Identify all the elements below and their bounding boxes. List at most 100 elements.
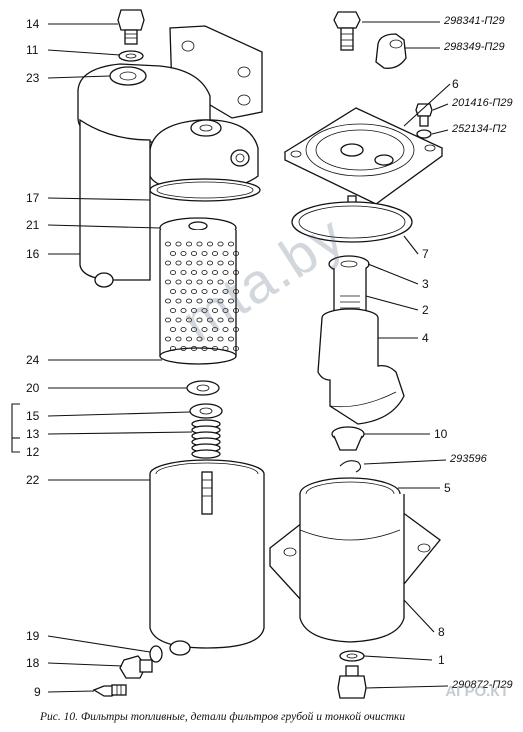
perforation-hole bbox=[227, 336, 234, 342]
perforation-hole bbox=[232, 289, 239, 294]
label-1: 1 bbox=[438, 653, 445, 667]
perforation-hole bbox=[227, 241, 234, 247]
perforation-hole bbox=[206, 260, 213, 266]
bolt-201416-drawing bbox=[415, 103, 433, 127]
label-9: 9 bbox=[34, 685, 41, 699]
spring-13-drawing bbox=[191, 419, 221, 459]
perforation-hole bbox=[201, 327, 208, 332]
code-298349: 298349-П29 bbox=[444, 41, 505, 53]
code-252134: 252134-П2 bbox=[452, 123, 507, 135]
code-293596: 293596 bbox=[450, 453, 487, 465]
perforation-hole bbox=[206, 317, 213, 323]
label-12: 12 bbox=[26, 445, 40, 459]
perforation-hole bbox=[227, 260, 234, 266]
washer-252134-drawing bbox=[416, 129, 432, 139]
label-8: 8 bbox=[438, 625, 445, 639]
bolt-14-drawing bbox=[117, 9, 145, 45]
perforation-hole bbox=[222, 346, 229, 351]
perforation-hole bbox=[232, 251, 239, 256]
washer-20-drawing bbox=[186, 380, 220, 396]
perforation-hole bbox=[180, 251, 187, 256]
label-3: 3 bbox=[422, 277, 429, 291]
perforation-hole bbox=[217, 336, 224, 342]
label-24: 24 bbox=[26, 353, 40, 367]
perforation-hole bbox=[201, 346, 208, 351]
label-23: 23 bbox=[26, 71, 40, 85]
perforation-hole bbox=[196, 241, 203, 247]
washer-15-drawing bbox=[189, 403, 223, 419]
label-2: 2 bbox=[422, 303, 429, 317]
perforation-hole bbox=[217, 317, 224, 323]
perforation-hole bbox=[169, 308, 176, 313]
perforation-hole bbox=[227, 298, 234, 304]
perforation-hole bbox=[217, 260, 224, 266]
perforation-hole bbox=[211, 346, 218, 351]
perforation-hole bbox=[217, 241, 224, 247]
perforation-hole bbox=[169, 289, 176, 294]
label-7: 7 bbox=[422, 247, 429, 261]
label-18: 18 bbox=[26, 656, 40, 670]
perforation-hole bbox=[185, 298, 192, 304]
perforation-hole bbox=[196, 279, 203, 285]
perforation-hole bbox=[175, 317, 182, 323]
perforation-hole bbox=[196, 336, 203, 342]
perforation-hole bbox=[164, 260, 171, 266]
perforation-hole bbox=[175, 298, 182, 304]
label-14: 14 bbox=[26, 17, 40, 31]
perforation-hole bbox=[232, 308, 239, 313]
filter-perforation-pattern bbox=[164, 241, 239, 351]
perforation-hole bbox=[185, 317, 192, 323]
perforation-hole bbox=[211, 270, 218, 275]
perforation-hole bbox=[206, 279, 213, 285]
perforation-hole bbox=[211, 289, 218, 294]
perforation-hole bbox=[190, 289, 197, 294]
perforation-hole bbox=[180, 308, 187, 313]
perforation-hole bbox=[222, 327, 229, 332]
perforation-hole bbox=[185, 279, 192, 285]
label-4: 4 bbox=[422, 331, 429, 345]
perforation-hole bbox=[211, 308, 218, 313]
perforation-hole bbox=[201, 308, 208, 313]
perforation-hole bbox=[211, 327, 218, 332]
perforation-hole bbox=[175, 279, 182, 285]
perforation-hole bbox=[164, 298, 171, 304]
perforation-hole bbox=[206, 336, 213, 342]
label-21: 21 bbox=[26, 218, 40, 232]
code-201416: 201416-П29 bbox=[452, 97, 513, 109]
perforation-hole bbox=[180, 327, 187, 332]
perforation-hole bbox=[232, 270, 239, 275]
perforation-hole bbox=[190, 251, 197, 256]
figure-caption: Рис. 10. Фильтры топливные, детали фильт… bbox=[40, 711, 406, 723]
perforation-hole bbox=[164, 241, 171, 247]
code-290872: 290872-П29 bbox=[452, 679, 513, 691]
perforation-hole bbox=[185, 241, 192, 247]
perforation-hole bbox=[232, 346, 239, 351]
perforation-hole bbox=[222, 308, 229, 313]
perforation-hole bbox=[201, 270, 208, 275]
perforation-hole bbox=[211, 251, 218, 256]
washer-19-drawing bbox=[149, 645, 163, 663]
perforation-hole bbox=[196, 260, 203, 266]
perforation-hole bbox=[169, 327, 176, 332]
label-15: 15 bbox=[26, 409, 40, 423]
perforation-hole bbox=[180, 346, 187, 351]
spring-coil bbox=[191, 449, 221, 459]
gasket-7-drawing bbox=[291, 201, 413, 243]
perforation-hole bbox=[222, 270, 229, 275]
perforation-hole bbox=[217, 279, 224, 285]
sleeve-4-drawing bbox=[317, 308, 405, 425]
label-6: 6 bbox=[452, 77, 459, 91]
valve-10-drawing bbox=[331, 426, 365, 451]
perforation-hole bbox=[175, 336, 182, 342]
label-22: 22 bbox=[26, 473, 40, 487]
perforation-hole bbox=[164, 336, 171, 342]
washer-11-drawing bbox=[118, 50, 144, 62]
label-19: 19 bbox=[26, 629, 40, 643]
perforation-hole bbox=[201, 251, 208, 256]
circlip-293596-drawing bbox=[339, 460, 362, 473]
perforation-hole bbox=[232, 327, 239, 332]
label-20: 20 bbox=[26, 381, 40, 395]
perforation-hole bbox=[196, 298, 203, 304]
label-10: 10 bbox=[434, 427, 448, 441]
